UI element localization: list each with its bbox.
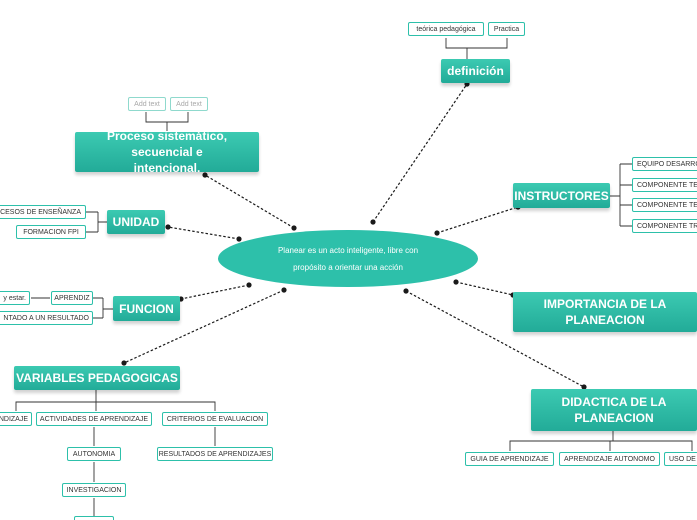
topic-proceso[interactable]: Proceso sistemático, secuencial e intenc…: [75, 129, 259, 175]
topic-definicion[interactable]: definición: [441, 59, 510, 83]
leaf-equipo-desarrollo[interactable]: EQUIPO DESARRO: [632, 157, 697, 171]
leaf-actividades-aprendizaje[interactable]: ACTIVIDADES DE APRENDIZAJE: [36, 412, 152, 426]
central-topic-line2: propósito a orientar una acción: [293, 262, 403, 272]
link-dot: [291, 225, 297, 231]
leaf-guia-aprendizaje[interactable]: GUIA DE APRENDIZAJE: [465, 452, 554, 466]
link-dot: [165, 224, 171, 230]
branch-variables: [15, 390, 216, 411]
link-dot: [236, 236, 242, 242]
topic-didactica[interactable]: DIDACTICA DE LA PLANEACION: [531, 389, 697, 431]
leaf-orientado-resultado[interactable]: NTADO A UN RESULTADO: [0, 311, 93, 325]
branch-funcion: [31, 297, 113, 319]
leaf-uso-de[interactable]: USO DE: [664, 452, 697, 466]
link-proceso: [204, 174, 295, 229]
link-dot: [281, 287, 287, 293]
topic-importancia[interactable]: IMPORTANCIA DE LA PLANEACION: [513, 292, 697, 332]
link-dot: [246, 282, 252, 288]
leaf-componente-1[interactable]: COMPONENTE TE: [632, 178, 697, 192]
leaf-resultados-aprendizajes[interactable]: RESULTADOS DE APRENDIZAJES: [157, 447, 273, 461]
leaf-componente-3[interactable]: COMPONENTE TR: [632, 219, 697, 233]
topic-variables[interactable]: VARIABLES PEDAGOGICAS: [14, 366, 180, 390]
link-instructores: [436, 206, 519, 234]
leaf-aprendizaje-autonomo[interactable]: APRENDIZAJE AUTONOMO: [559, 452, 660, 466]
link-dot: [202, 172, 208, 178]
leaf-partial[interactable]: [74, 516, 114, 520]
leaf-criterios-evaluacion[interactable]: CRITERIOS DE EVALUACION: [162, 412, 268, 426]
link-dot: [121, 360, 127, 366]
topic-funcion[interactable]: FUNCION: [113, 296, 180, 321]
branch-unidad: [86, 211, 107, 233]
topic-instructores[interactable]: INSTRUCTORES: [513, 183, 610, 208]
link-dot: [403, 288, 409, 294]
leaf-teorica-pedagogica[interactable]: teórica pedagógica: [408, 22, 484, 36]
link-dot: [370, 219, 376, 225]
leaf-procesos-ensenanza[interactable]: CESOS DE ENSEÑANZA: [0, 205, 86, 219]
central-topic-line1: Planear es un acto inteligente, libre co…: [277, 245, 419, 255]
link-definicion: [372, 83, 468, 223]
leaf-aprendizaje[interactable]: NDIZAJE: [0, 412, 32, 426]
link-didactica: [405, 290, 585, 388]
branch-variables-sub: [93, 427, 216, 516]
link-variables: [123, 289, 285, 364]
leaf-investigacion[interactable]: INVESTIGACION: [62, 483, 126, 497]
leaf-componente-2[interactable]: COMPONENTE TE: [632, 198, 697, 212]
leaf-formacion-fpi[interactable]: FORMACION FPI: [16, 225, 86, 239]
leaf-practica[interactable]: Practica: [488, 22, 525, 36]
branch-instructores: [610, 163, 632, 227]
topic-unidad[interactable]: UNIDAD: [107, 210, 165, 234]
leaf-add-text[interactable]: Add text: [170, 97, 208, 111]
branch-definicion: [445, 38, 508, 59]
leaf-y-estar[interactable]: y estar.: [0, 291, 30, 305]
link-unidad: [167, 226, 240, 240]
link-dot: [453, 279, 459, 285]
branch-didactica: [509, 431, 693, 451]
central-topic[interactable]: Planear es un acto inteligente, libre co…: [218, 230, 478, 287]
leaf-add-text[interactable]: Add text: [128, 97, 166, 111]
leaf-aprendiz[interactable]: APRENDIZ: [51, 291, 93, 305]
link-dot: [581, 384, 587, 390]
link-dot: [434, 230, 440, 236]
link-funcion: [180, 284, 250, 300]
link-importancia: [455, 281, 514, 296]
leaf-autonomia[interactable]: AUTONOMIA: [67, 447, 121, 461]
branch-proceso: [145, 112, 189, 131]
